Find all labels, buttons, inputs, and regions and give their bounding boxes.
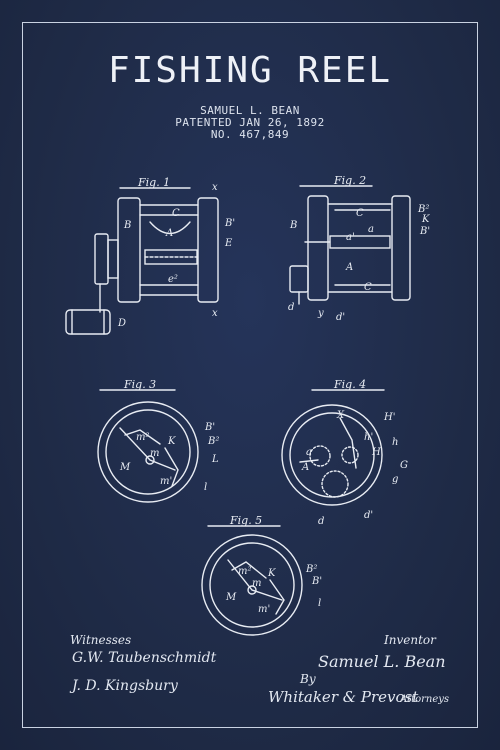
svg-text:m': m' bbox=[160, 476, 172, 487]
svg-text:m²: m² bbox=[238, 566, 252, 577]
figure-1-drawing: Fig. 1 B C A B' E e² D x bbox=[65, 176, 235, 335]
svg-text:X: X bbox=[336, 410, 345, 421]
svg-text:a: a bbox=[306, 447, 312, 458]
svg-text:D: D bbox=[117, 318, 126, 329]
svg-text:K: K bbox=[267, 568, 276, 579]
svg-text:m²: m² bbox=[136, 432, 150, 443]
patent-date: PATENTED JAN 26, 1892 bbox=[175, 116, 325, 129]
patent-number: NO. 467,849 bbox=[210, 128, 290, 141]
svg-text:d': d' bbox=[336, 312, 345, 323]
svg-text:C: C bbox=[364, 282, 372, 293]
figure-5-drawing: Fig. 5 B² B' m² K m M m' l bbox=[201, 514, 322, 636]
inventor-name: SAMUEL L. BEAN bbox=[200, 104, 300, 117]
figure-1-label: Fig. 1 bbox=[137, 176, 170, 189]
svg-text:x: x bbox=[212, 308, 218, 319]
witness-signature-2: J. D. Kingsbury bbox=[72, 678, 178, 694]
svg-text:a': a' bbox=[346, 232, 355, 243]
svg-text:A: A bbox=[301, 462, 309, 473]
svg-text:B²: B² bbox=[207, 436, 219, 447]
svg-text:M: M bbox=[119, 462, 131, 473]
svg-text:d: d bbox=[288, 302, 294, 313]
svg-text:h: h bbox=[392, 437, 398, 448]
svg-text:L: L bbox=[211, 454, 219, 465]
inventor-label: Inventor bbox=[384, 633, 436, 647]
witnesses-label: Witnesses bbox=[70, 633, 132, 647]
witness-signature-1: G.W. Taubenschmidt bbox=[72, 650, 217, 666]
svg-text:B': B' bbox=[204, 422, 215, 433]
svg-text:B': B' bbox=[224, 218, 235, 229]
attorneys-label: Attorneys bbox=[400, 694, 450, 705]
svg-text:h': h' bbox=[364, 432, 373, 443]
svg-text:B: B bbox=[289, 220, 297, 231]
border-frame bbox=[22, 22, 478, 728]
svg-text:y: y bbox=[317, 308, 324, 319]
svg-text:H': H' bbox=[383, 412, 395, 423]
svg-text:B²: B² bbox=[417, 204, 429, 215]
figure-3-drawing: Fig. 3 B' B² L m² K m M m' l bbox=[97, 378, 219, 503]
figure-4-label: Fig. 4 bbox=[333, 378, 366, 391]
svg-text:M: M bbox=[225, 592, 237, 603]
svg-text:a: a bbox=[368, 224, 374, 235]
svg-text:d: d bbox=[318, 516, 324, 527]
svg-text:E: E bbox=[224, 238, 233, 249]
svg-text:l: l bbox=[204, 482, 207, 493]
svg-text:e²: e² bbox=[168, 274, 178, 285]
svg-text:H: H bbox=[371, 447, 381, 458]
svg-text:C: C bbox=[172, 208, 180, 219]
svg-text:G: G bbox=[400, 460, 408, 471]
figure-2-drawing: Fig. 2 B C a' a B² K B' A C d y bbox=[288, 174, 430, 323]
svg-text:m': m' bbox=[258, 604, 270, 615]
figure-4-drawing: Fig. 4 X H' h' h H G g a A d d' bbox=[281, 378, 408, 527]
svg-text:C: C bbox=[356, 208, 364, 219]
svg-text:x: x bbox=[212, 182, 218, 193]
page-title: FISHING REEL bbox=[107, 50, 393, 91]
figure-2-label: Fig. 2 bbox=[333, 174, 366, 187]
svg-text:A: A bbox=[165, 228, 173, 239]
figure-5-label: Fig. 5 bbox=[229, 514, 262, 527]
figure-3-label: Fig. 3 bbox=[123, 378, 156, 391]
svg-text:A: A bbox=[345, 262, 353, 273]
svg-text:m: m bbox=[150, 448, 159, 459]
svg-text:B: B bbox=[123, 220, 131, 231]
svg-text:g: g bbox=[392, 474, 398, 485]
svg-text:l: l bbox=[318, 598, 321, 609]
svg-text:m: m bbox=[252, 578, 261, 589]
attorney-signature: Whitaker & Prevost bbox=[268, 688, 419, 706]
inventor-signature: Samuel L. Bean bbox=[318, 652, 446, 671]
svg-text:d': d' bbox=[364, 510, 373, 521]
svg-text:B': B' bbox=[419, 226, 430, 237]
svg-text:B': B' bbox=[311, 576, 322, 587]
svg-text:K: K bbox=[421, 214, 430, 225]
svg-text:B²: B² bbox=[305, 564, 317, 575]
svg-text:K: K bbox=[167, 436, 176, 447]
by-label: By bbox=[300, 672, 316, 686]
